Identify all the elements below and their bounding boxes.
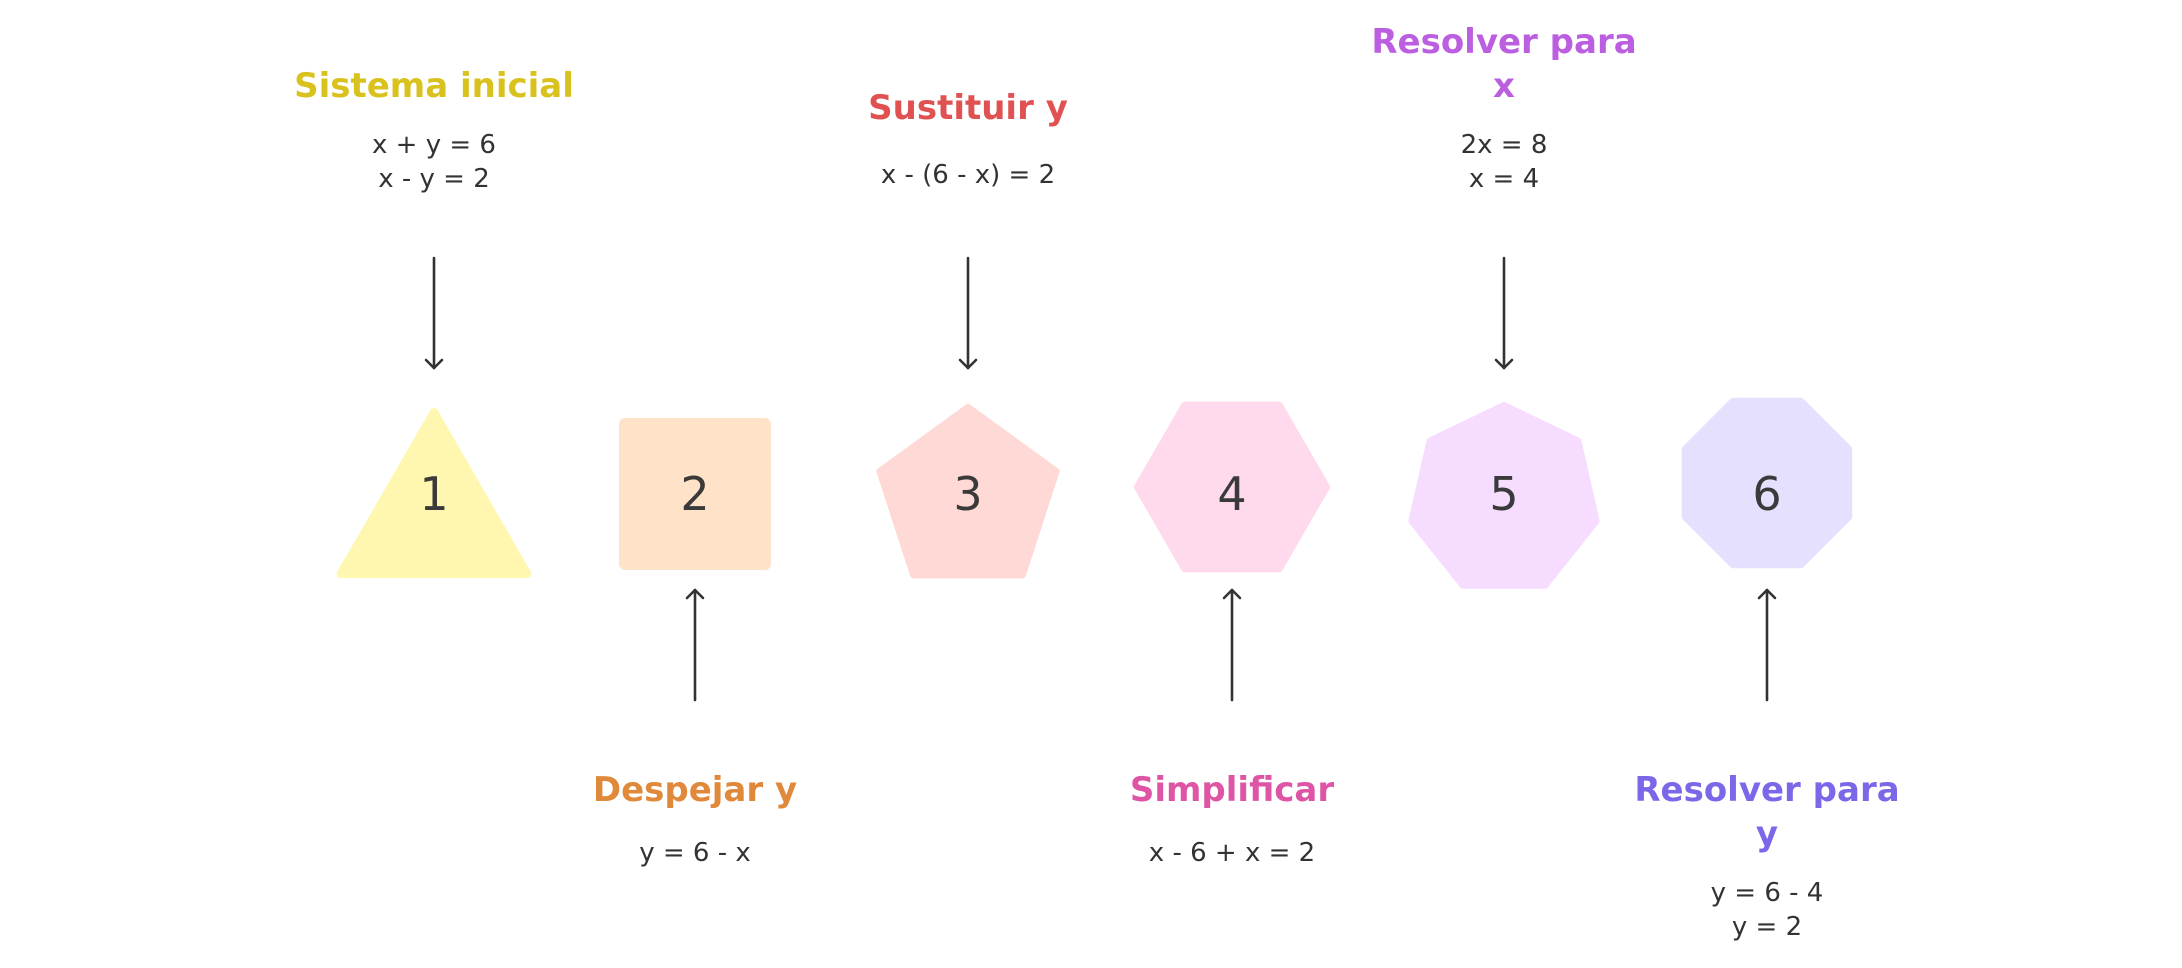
step-2-square-shape [619, 418, 771, 570]
expression-line: y = 2 [1731, 912, 1803, 942]
step-2-title: Despejar y [592, 770, 798, 810]
step-3-pentagon-shape [876, 404, 1060, 579]
step-2-expressions: y = 6 - x [639, 836, 751, 870]
step-1-title: Sistema inicial [294, 66, 574, 106]
step-6-number: 6 [1752, 467, 1781, 521]
step-1-number: 1 [419, 467, 448, 521]
step-3-expressions: x - (6 - x) = 2 [881, 158, 1055, 192]
expression-line: x - 6 + x = 2 [1148, 838, 1316, 868]
step-6-expressions: y = 6 - 4 y = 2 [1711, 876, 1824, 944]
arrows-layer [424, 256, 1777, 702]
expression-line: x - y = 2 [378, 164, 490, 194]
expression-line: y = 6 - 4 [1710, 878, 1824, 908]
expression-line: y = 6 - x [639, 838, 751, 868]
step-3-number: 3 [953, 467, 982, 521]
step-4-title: Simplificar [1129, 770, 1335, 810]
step-4-hexagon-shape [1134, 401, 1330, 573]
expression-line: x + y = 6 [372, 130, 496, 160]
step-2-number: 2 [680, 467, 709, 521]
step-6-octagon-shape [1681, 397, 1853, 569]
step-4-number: 4 [1217, 467, 1246, 521]
step-4-expressions: x - 6 + x = 2 [1149, 836, 1315, 870]
step-1-expressions: x + y = 6 x - y = 2 [372, 128, 496, 196]
step-5-heptagon-shape [1408, 402, 1600, 589]
expression-line: x = 4 [1468, 164, 1540, 194]
step-3-title: Sustituir y [868, 88, 1068, 128]
expression-line: x - (6 - x) = 2 [880, 160, 1056, 190]
step-5-number: 5 [1489, 467, 1518, 521]
expression-line: 2x = 8 [1460, 130, 1548, 160]
step-1-triangle-shape [336, 408, 532, 578]
step-5-expressions: 2x = 8 x = 4 [1461, 128, 1548, 196]
shapes-layer: 1 2 3 4 5 6 [336, 397, 1853, 589]
